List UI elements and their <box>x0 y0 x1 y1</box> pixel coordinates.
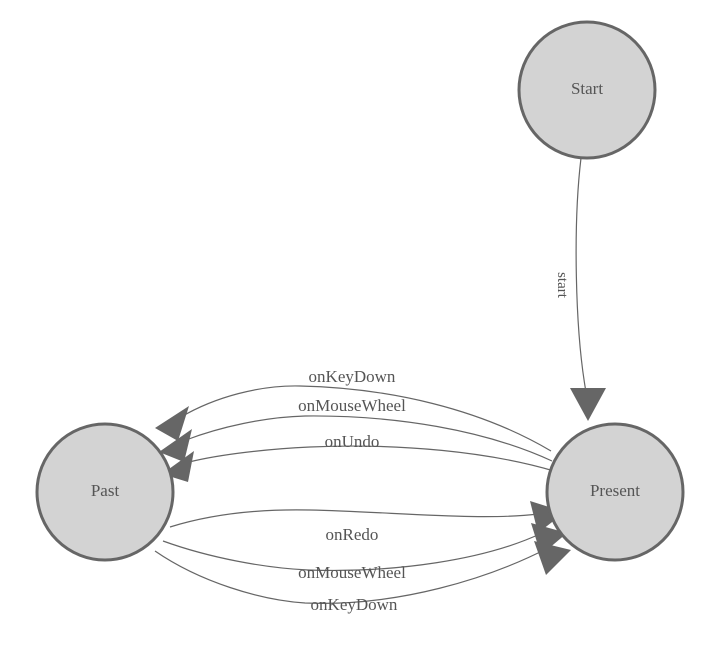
edge-label-onmousewheel-bottom: onMouseWheel <box>298 563 406 582</box>
edge-present-to-past-onmousewheel[interactable] <box>159 415 553 462</box>
edge-present-to-past-onundo[interactable] <box>162 445 555 482</box>
edge-path-present-past-onundo <box>188 445 555 472</box>
edge-start-to-present[interactable] <box>570 157 606 421</box>
edge-past-to-present-onredo[interactable] <box>169 501 565 533</box>
edge-path-past-present-onkeydown <box>154 547 549 604</box>
edge-label-group: start onKeyDown onMouseWheel onUndo onRe… <box>298 272 570 614</box>
node-past[interactable]: Past <box>35 422 175 562</box>
node-start-label: Start <box>571 79 603 98</box>
node-present[interactable]: Present <box>545 422 685 562</box>
node-past-label: Past <box>91 481 120 500</box>
node-present-label: Present <box>590 481 640 500</box>
arrowhead-present-1 <box>530 501 565 533</box>
edge-label-onkeydown-bottom: onKeyDown <box>311 595 398 614</box>
node-present-circle <box>545 422 685 562</box>
edge-path-present-past-onkeydown <box>180 385 552 452</box>
edge-label-onundo: onUndo <box>325 432 380 451</box>
arrowhead-present-top <box>570 388 606 421</box>
edge-present-to-past-onkeydown[interactable] <box>155 385 552 452</box>
node-past-circle <box>35 422 175 562</box>
arrowhead-past-1 <box>155 406 189 441</box>
edge-label-onkeydown-top: onKeyDown <box>309 367 396 386</box>
edge-label-start: start <box>554 272 570 299</box>
edge-path-past-present-onmousewheel <box>162 532 543 571</box>
edge-path-present-past-onmousewheel <box>185 415 553 462</box>
edge-label-onredo: onRedo <box>326 525 379 544</box>
node-group: Start Past Present <box>35 20 685 562</box>
arrowhead-past-2 <box>159 429 192 462</box>
edge-path-past-present-onredo <box>169 509 539 528</box>
node-start-circle <box>517 20 657 160</box>
node-start[interactable]: Start <box>517 20 657 160</box>
edge-label-onmousewheel-top: onMouseWheel <box>298 396 406 415</box>
edge-past-to-present-onkeydown[interactable] <box>154 541 571 604</box>
arrowhead-present-3 <box>534 541 571 575</box>
edge-path-start <box>575 157 587 393</box>
